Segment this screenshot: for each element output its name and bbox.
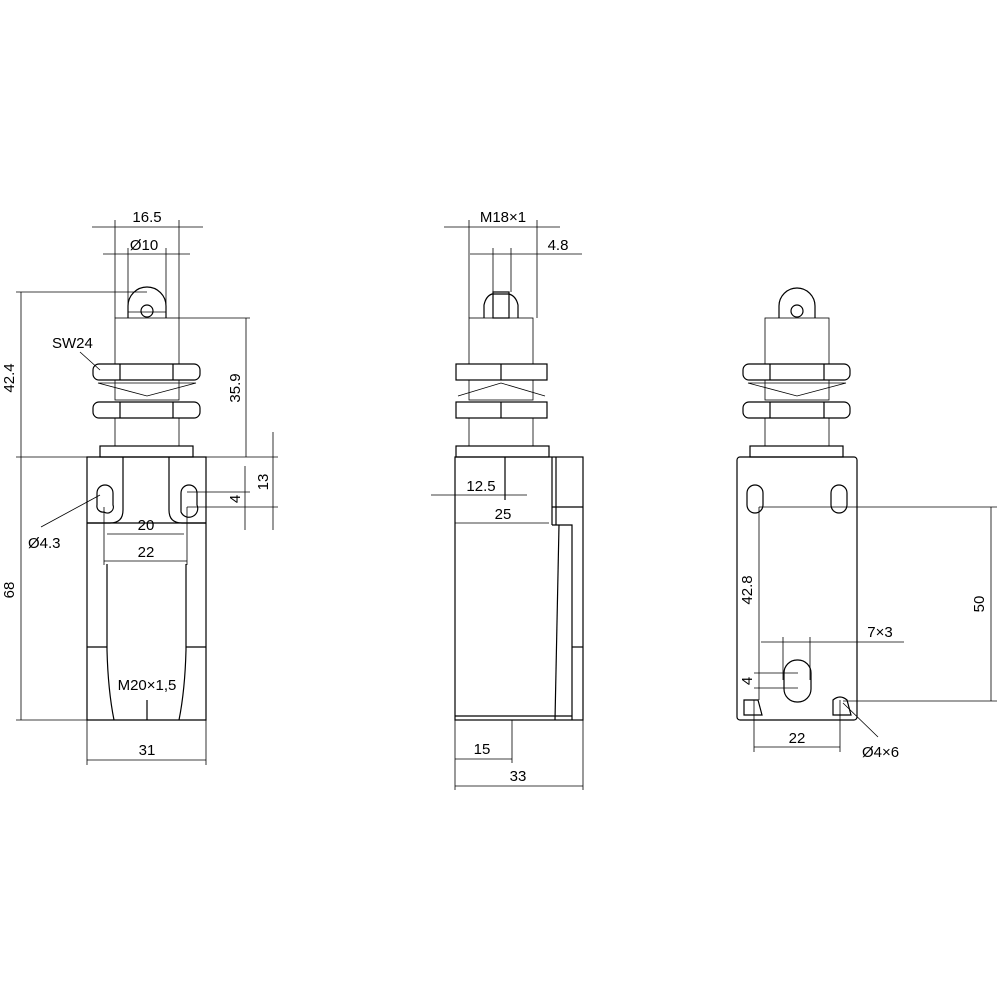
switch-body-side [454,456,584,721]
rear-view: 42.8 50 7×3 4 22 Ø4×6 [736,287,997,761]
mounting-slot [96,484,114,514]
dim-20: 20 [138,517,155,534]
nut-lower [92,401,201,419]
dim-m18x1: M18×1 [480,209,526,226]
dim-bottom-hole: Ø4×6 [862,744,899,761]
dim-sw24: SW24 [52,335,93,352]
dim-68: 68 [1,582,18,599]
dim-4: 4 [227,495,244,503]
switch-body-rear [736,456,858,721]
side-view: M18×1 4.8 12.5 25 15 33 [431,209,584,790]
cable-slot [783,659,812,703]
dim-cable-thread: M20×1,5 [118,677,177,694]
dim-22: 22 [138,544,155,561]
dim-15: 15 [474,741,491,758]
dim-22-rear: 22 [789,730,806,747]
front-view: 16.5 Ø10 SW24 42.4 35.9 13 4 Ø4.3 20 22 [1,209,278,765]
dim-12-5: 12.5 [466,478,495,495]
dim-42-8: 42.8 [739,575,756,604]
plunger [492,291,510,319]
dim-16-5: 16.5 [132,209,161,226]
dim-slot-4: 4 [739,677,756,685]
dim-4-8: 4.8 [548,237,569,254]
dim-35-9: 35.9 [227,373,244,402]
dim-13: 13 [255,474,272,491]
mounting-slot [180,484,199,518]
dim-roller-dia: Ø10 [130,237,158,254]
dim-50: 50 [971,596,988,613]
dim-33: 33 [510,768,527,785]
nut-upper [92,363,201,381]
dim-42-4: 42.4 [1,363,18,392]
dim-7x3: 7×3 [867,624,892,641]
roller-icon [127,286,167,318]
dim-31: 31 [139,742,156,759]
dim-25: 25 [495,506,512,523]
dim-hole-dia: Ø4.3 [28,535,61,552]
